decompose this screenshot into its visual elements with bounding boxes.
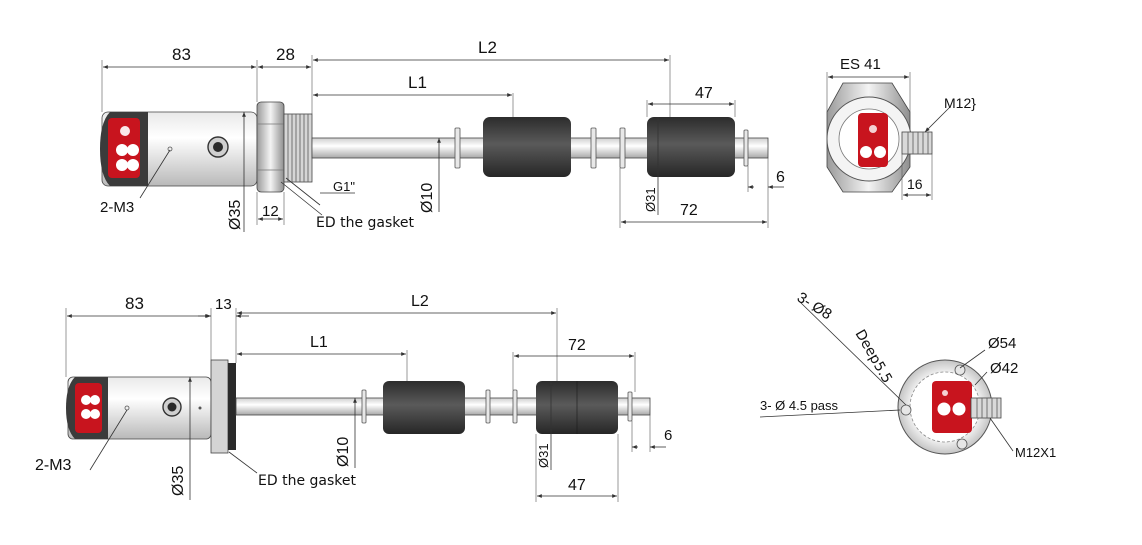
- bottom-end-label-3-d8: 3- Ø8: [794, 289, 835, 323]
- bottom-end-label-d42: Ø42: [990, 360, 1018, 377]
- bottom-label-gasket: ED the gasket: [258, 473, 356, 489]
- top-dim-83: 83: [172, 45, 191, 64]
- top-end-dim-16: 16: [907, 176, 923, 192]
- bottom-dim-47: 47: [568, 477, 586, 494]
- top-dim-47: 47: [695, 85, 713, 102]
- top-dim-28: 28: [276, 45, 295, 64]
- top-float-2: [647, 117, 735, 177]
- top-label-gasket: ED the gasket: [316, 215, 414, 231]
- bottom-end-label-m12x1: M12X1: [1015, 445, 1056, 460]
- top-dim-labels: 83 28 L2 L1 47 6 72 12 2-M3 Ø35 Ø10 Ø31 …: [100, 38, 785, 231]
- bottom-end-leaders: [759, 301, 1014, 452]
- bottom-flange: [210, 359, 236, 454]
- top-label-d10: Ø10: [419, 183, 436, 213]
- bottom-dim-83: 83: [125, 294, 144, 313]
- top-label-2m3: 2-M3: [100, 199, 134, 216]
- bottom-label-2m3: 2-M3: [35, 457, 72, 474]
- top-label-d31: Ø31: [643, 187, 658, 212]
- top-label-d35: Ø35: [227, 200, 244, 230]
- bottom-stop-rings: [361, 389, 633, 424]
- bottom-dim-6: 6: [664, 427, 672, 444]
- top-stop-rings: [454, 127, 749, 169]
- top-end-connector: [901, 131, 933, 155]
- top-thread: [283, 113, 313, 183]
- bottom-dim-72: 72: [568, 337, 586, 354]
- bottom-end-red-display: [932, 381, 972, 433]
- top-dimensions: [101, 55, 784, 232]
- top-dim-6: 6: [776, 169, 785, 186]
- top-end-label-es41: ES 41: [840, 56, 881, 73]
- bottom-label-d35: Ø35: [170, 466, 187, 496]
- bottom-label-d10: Ø10: [335, 437, 352, 467]
- bottom-end-connector: [970, 397, 1002, 419]
- top-side-view: 83 28 L2 L1 47 6 72 12 2-M3 Ø35 Ø10 Ø31 …: [100, 38, 785, 232]
- top-hex-nut: [256, 101, 285, 193]
- top-label-g1: G1": [333, 179, 355, 194]
- bottom-end-label-3-d45: 3- Ø 4.5 pass: [760, 398, 839, 413]
- bottom-dim-l2: L2: [411, 293, 429, 310]
- bottom-float-1: [383, 381, 465, 434]
- top-dim-l2: L2: [478, 38, 497, 57]
- top-dim-l1: L1: [408, 73, 427, 92]
- bottom-sensor-head: [66, 376, 212, 440]
- top-sensor-head: [100, 111, 258, 187]
- top-end-dimensions: [826, 72, 951, 200]
- top-end-red-display: [858, 113, 888, 167]
- bottom-end-label-d54: Ø54: [988, 335, 1016, 352]
- bottom-end-view: 3- Ø8 Deep5.5 3- Ø 4.5 pass Ø54 Ø42 M12X…: [759, 289, 1056, 460]
- top-end-view: ES 41 M12} 16: [826, 56, 976, 200]
- bottom-side-view: 83 13 L2 L1 72 6 47 2-M3 Ø35 Ø10 Ø31 ED …: [35, 293, 672, 502]
- bottom-label-d31: Ø31: [536, 443, 551, 468]
- bottom-dim-labels: 83 13 L2 L1 72 6 47 2-M3 Ø35 Ø10 Ø31 ED …: [35, 293, 672, 496]
- top-float-1: [483, 117, 571, 177]
- top-end-label-m12: M12}: [944, 95, 976, 111]
- bottom-end-label-deep: Deep5.5: [852, 327, 895, 386]
- bottom-dimensions: [65, 308, 666, 502]
- bottom-dim-l1: L1: [310, 334, 328, 351]
- bottom-dim-13: 13: [215, 296, 232, 313]
- top-dim-12: 12: [262, 203, 279, 220]
- top-dim-72: 72: [680, 202, 698, 219]
